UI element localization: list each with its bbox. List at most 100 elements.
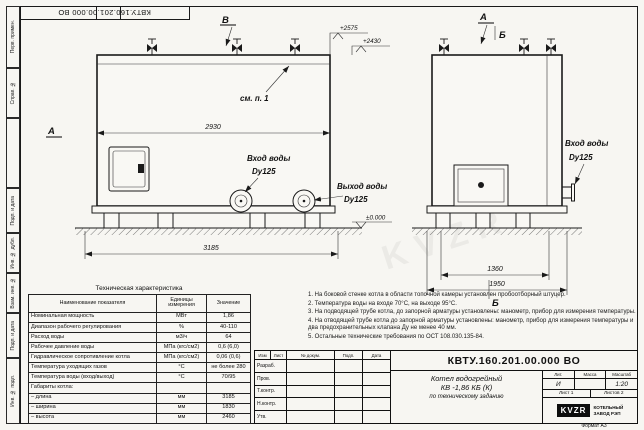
svg-text:Вход воды: Вход воды (247, 154, 290, 163)
cell: – ширина (28, 402, 157, 414)
cell (206, 382, 251, 394)
cell (156, 382, 207, 394)
svg-text:см. п. 1: см. п. 1 (240, 94, 269, 103)
note-item: 1. На боковой стенке котла в области топ… (308, 292, 566, 298)
drawing-canvas: 2930 3185 +2575 +2430 (46, 12, 608, 309)
signature-row: Н.контр. (255, 398, 390, 412)
level-mark-2430: +2430 (351, 38, 390, 55)
outlet-flange (292, 189, 316, 213)
side-door (453, 164, 509, 207)
inlet-label-front: Вход воды Dy125 (244, 154, 290, 193)
document-number: КВТУ.160.201.00.000 ВО (391, 351, 637, 371)
inlet-flange (229, 189, 253, 213)
front-door (108, 146, 150, 192)
signature-row: Утв. (255, 411, 390, 423)
side-leg (435, 212, 451, 229)
cell: Диапазон рабочего регулирования (28, 321, 157, 334)
ground-hatch (75, 228, 362, 235)
margin-cell: Справ. № (6, 68, 20, 118)
dim-side-width: 1360 (440, 231, 550, 280)
lit-value: И (543, 379, 575, 389)
cell: 70/95 (206, 372, 251, 384)
title-block-meta: Лит. Масса Масштаб И 1:20 Лист 1 Листов … (543, 371, 637, 423)
view-marker-b-right: Б (494, 26, 506, 41)
cell: – длина (28, 392, 157, 404)
view-marker-a-right: А (478, 12, 494, 45)
side-base-rail (426, 205, 568, 214)
dim-side-base: 1950 (426, 231, 568, 295)
svg-text:Dy125: Dy125 (344, 195, 368, 204)
company-block: KVZR КОТЕЛЬНЫЙ ЗАВОД РЭП (543, 398, 637, 423)
cell: Габариты котла: (28, 382, 157, 394)
empty-cell (363, 398, 390, 410)
cell: МВт (156, 311, 207, 323)
svg-text:Dy125: Dy125 (252, 167, 276, 176)
svg-text:В: В (222, 15, 229, 26)
signature-row: Пров. (255, 372, 390, 386)
side-leg (475, 212, 491, 229)
kvzr-logo: KVZR (556, 404, 591, 417)
front-leg (249, 212, 266, 229)
view-marker-a-left: А (46, 126, 62, 138)
empty-cell (287, 398, 335, 411)
col-header: Единицы измерения (156, 294, 207, 313)
role-label: Н.контр. (255, 398, 287, 411)
title-block-right: КВТУ.160.201.00.000 ВО Котел водогрейный… (391, 351, 637, 423)
sheet-number: Лист 1 (543, 390, 591, 397)
note-item: 3. На подводящей трубе котла, до запорно… (308, 309, 636, 315)
header-cell: Дата (371, 352, 382, 358)
cell: Номинальная мощность (28, 311, 157, 323)
view-marker-v: В (220, 15, 236, 47)
mass-label: Масса (575, 371, 607, 378)
cell: 40-110 (206, 321, 251, 334)
sheet-row: Лист 1 Листов 2 (543, 390, 637, 398)
product-line: по техническому заданию (429, 394, 504, 400)
revision-header-row: Изм Лист № докум. Подп. Дата (255, 351, 390, 360)
margin-cell-empty (6, 118, 20, 188)
signature-row: Т.контр. (255, 385, 390, 399)
margin-cell: Перв. примен. (6, 6, 20, 68)
role-label: Разраб. (255, 360, 287, 372)
sheets-total: Листов 2 (603, 391, 624, 396)
svg-text:Вход воды: Вход воды (565, 139, 608, 148)
front-base-rail (91, 205, 336, 214)
dim-front-base: 3185 (84, 231, 339, 259)
level-mark-zero: ±0.000 (352, 215, 392, 229)
empty-cell (363, 373, 390, 385)
svg-text:1950: 1950 (489, 281, 505, 288)
title-block-left: Изм Лист № докум. Подп. Дата Разраб. Про… (255, 351, 391, 423)
top-stamp: КВТУ.160.201.00.000 ВО (20, 6, 190, 20)
scale-value: 1:20 (615, 380, 628, 388)
header-cell: Изм (255, 351, 271, 359)
cell: Температура уходящих газов (28, 362, 157, 374)
inlet-label-side: Вход воды Dy125 (565, 139, 608, 185)
format-note: Формат А3 (581, 423, 607, 429)
cell: 0,06 (0,6) (206, 352, 251, 364)
stamp-divider (120, 6, 121, 20)
company-name: КОТЕЛЬНЫЙ ЗАВОД РЭП (593, 405, 623, 416)
table-row: Габариты котла: (28, 382, 251, 394)
cell: Рабочее давление воды (28, 342, 157, 354)
empty-cell (287, 411, 335, 423)
cell: МПа (кгс/см2) (156, 342, 207, 354)
company-line: ЗАВОД РЭП (593, 410, 621, 416)
empty-cell (287, 360, 335, 372)
scale-label: Масштаб (612, 372, 632, 377)
cell: не более 280 (206, 362, 251, 374)
margin-label: Подп. и дата (10, 320, 16, 351)
notes-block: 1. На боковой стенке котла в области топ… (308, 292, 636, 342)
cell: 1,86 (206, 311, 251, 323)
svg-text:Б: Б (499, 30, 506, 41)
svg-text:Выход воды: Выход воды (337, 182, 387, 191)
svg-text:1360: 1360 (487, 266, 503, 273)
margin-cell: Взам. инв. № (6, 273, 20, 313)
front-leg (103, 212, 120, 229)
empty-cell (287, 385, 335, 398)
col-header: Наименование показателя (28, 294, 157, 313)
